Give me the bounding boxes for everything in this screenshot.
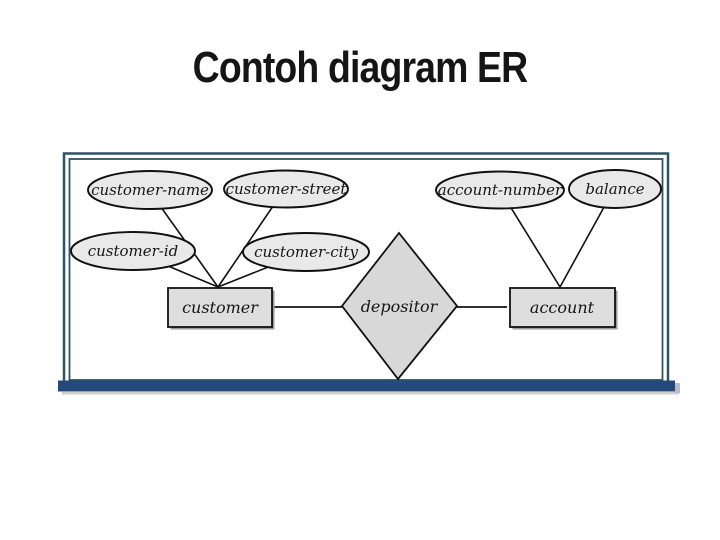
bottom-bar-end-shadow — [675, 383, 680, 393]
bottom-accent-bar — [58, 380, 675, 392]
attribute-ellipse-customer-id — [70, 231, 196, 271]
attribute-ellipse-account-number — [435, 170, 565, 210]
attribute-ellipse-customer-city — [242, 232, 370, 272]
attribute-ellipse-customer-street — [223, 169, 349, 209]
entity-rect-account — [509, 287, 616, 328]
attribute-label-balance: balance — [585, 180, 644, 198]
relationship-diamond-depositor — [340, 231, 459, 381]
attribute-label-customer-street: customer-street — [226, 180, 348, 198]
attribute-label-account-number: account-number — [438, 181, 563, 199]
entity-rect-customer — [167, 287, 273, 328]
attribute-ellipse-balance — [568, 169, 662, 209]
slide-title: Contoh diagram ER — [192, 43, 528, 92]
bottom-bar-shadow — [62, 392, 679, 395]
attribute-label-customer-name: customer-name — [91, 181, 209, 199]
relationship-label-depositor: depositor — [361, 297, 439, 316]
attribute-label-customer-city: customer-city — [254, 243, 358, 261]
frame-inner-border — [68, 158, 664, 381]
attribute-label-customer-id: customer-id — [88, 242, 179, 260]
entity-label-account: account — [530, 298, 595, 317]
entity-label-customer: customer — [182, 298, 259, 317]
attribute-ellipse-customer-name — [87, 170, 213, 210]
